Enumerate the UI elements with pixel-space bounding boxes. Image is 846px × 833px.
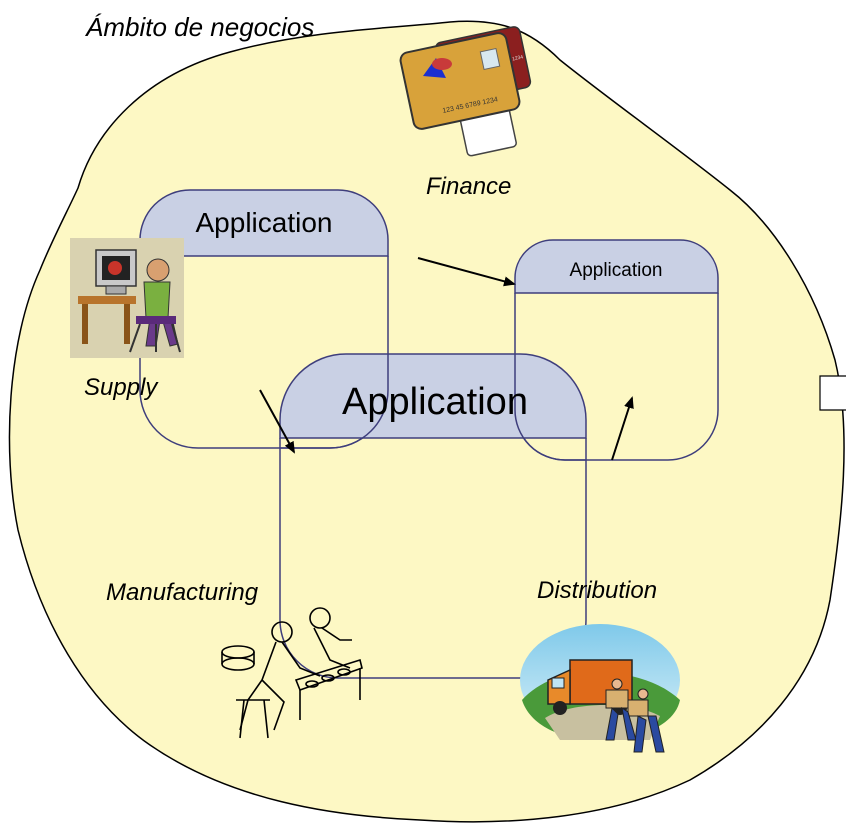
app-box-top-left-overlap xyxy=(280,354,389,449)
app-label-center: Application xyxy=(342,381,528,423)
distribution-truck-icon xyxy=(520,624,680,753)
distribution-label: Distribution xyxy=(537,577,657,604)
app-box-top-left-header xyxy=(139,189,389,257)
finance-label: Finance xyxy=(426,173,511,200)
credit-cards-icon: 123 45 6789 1234 1234 xyxy=(399,26,532,157)
supply-label: Supply xyxy=(84,374,159,401)
manufacturing-workers-icon xyxy=(221,607,363,739)
supply-worker-icon xyxy=(70,238,184,358)
arrow-to-center-app xyxy=(259,389,295,454)
diagram-title: Ámbito de negocios xyxy=(84,12,314,42)
app-box-right-overlap xyxy=(514,354,586,461)
app-label-right: Application xyxy=(570,260,663,281)
app-label-top-left: Application xyxy=(196,207,333,238)
arrow-distribution-up xyxy=(611,396,634,461)
manufacturing-label: Manufacturing xyxy=(106,579,259,606)
arrow-to-right-app xyxy=(417,257,516,287)
app-box-center-header xyxy=(279,353,587,439)
edge-square xyxy=(819,375,846,411)
app-box-right-header xyxy=(514,239,719,294)
card-small-number-text: 1234 xyxy=(512,54,524,62)
